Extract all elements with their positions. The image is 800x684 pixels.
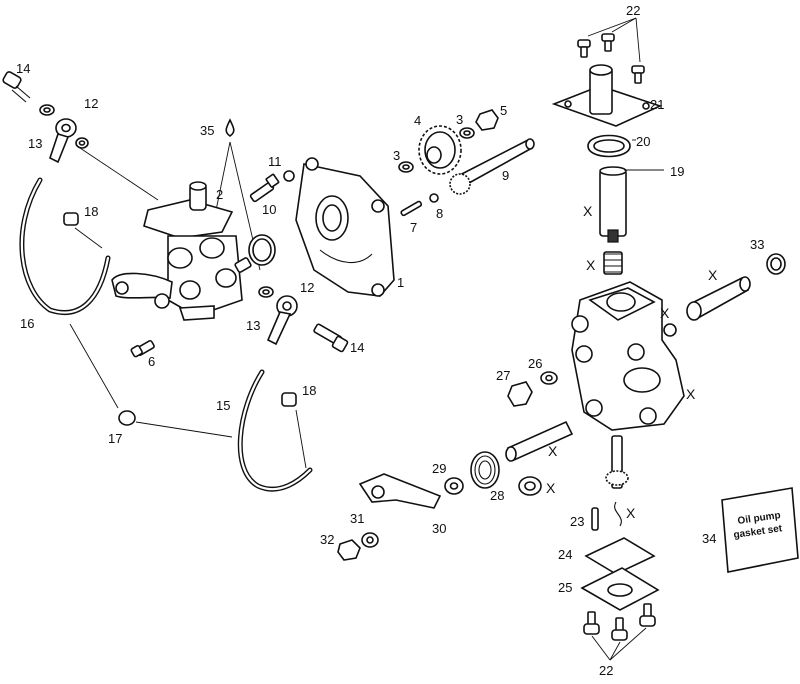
washer-8 xyxy=(429,193,439,203)
callout-33: 33 xyxy=(750,237,764,252)
callout-21: 21 xyxy=(650,97,664,112)
oil-hose-16 xyxy=(19,177,111,316)
callout-30: 30 xyxy=(432,521,446,536)
callout-3-left: 3 xyxy=(393,148,400,163)
x-mark-plunger: X xyxy=(583,203,593,219)
washer-29 xyxy=(444,477,464,495)
callout-22-bottom: 22 xyxy=(599,663,613,678)
spring-28 xyxy=(470,451,500,489)
callout-31: 31 xyxy=(350,511,364,526)
banjo-fitting-13-lower xyxy=(266,295,298,346)
callout-10: 10 xyxy=(262,202,276,217)
screw-22-top-set xyxy=(577,33,645,84)
callout-6: 6 xyxy=(148,354,155,369)
gasket-set-card-34: Oil pump gasket set xyxy=(721,487,799,573)
screw-22-bottom-set xyxy=(583,603,656,641)
x-mark-housing-bottom: X xyxy=(686,386,696,402)
callout-14-top: 14 xyxy=(16,61,30,76)
seal-33 xyxy=(766,253,786,275)
callout-3-right: 3 xyxy=(456,112,463,127)
drive-shaft-9 xyxy=(449,138,535,195)
washer-26 xyxy=(540,371,558,385)
callout-15: 15 xyxy=(216,398,230,413)
nut-5 xyxy=(475,109,499,131)
oil-drop-35-icon xyxy=(225,118,235,137)
callout-28: 28 xyxy=(490,488,504,503)
callout-18-top: 18 xyxy=(84,204,98,219)
gasket-20 xyxy=(587,134,631,158)
callout-16: 16 xyxy=(20,316,34,331)
pump-shaft-gear xyxy=(605,435,629,489)
callout-26: 26 xyxy=(528,356,542,371)
screw-6 xyxy=(130,339,155,358)
callout-34: 34 xyxy=(702,531,716,546)
gasket-24 xyxy=(584,537,656,575)
callout-12-lower: 12 xyxy=(300,280,314,295)
oil-pump-assembly-2 xyxy=(111,181,252,321)
callout-7: 7 xyxy=(410,220,417,235)
bottom-cover-25 xyxy=(580,567,660,611)
callout-9: 9 xyxy=(502,168,509,183)
clamp-18-top xyxy=(63,212,79,226)
callout-17: 17 xyxy=(108,431,122,446)
pump-cover-21 xyxy=(551,64,663,127)
callout-2: 2 xyxy=(216,187,223,202)
callout-13-lower: 13 xyxy=(246,318,260,333)
callout-27: 27 xyxy=(496,368,510,383)
callout-35: 35 xyxy=(200,123,214,138)
washer-12-lower xyxy=(258,286,274,298)
washer-3-left xyxy=(398,161,414,173)
pin-7 xyxy=(400,200,423,217)
pump-housing xyxy=(571,281,685,431)
lock-washer-31 xyxy=(361,532,379,548)
check-valve-piston xyxy=(686,276,751,321)
callout-20: 20 xyxy=(636,134,650,149)
callout-11: 11 xyxy=(268,154,282,169)
callout-1: 1 xyxy=(397,275,404,290)
callout-13-top: 13 xyxy=(28,136,42,151)
banjo-bolt-14-lower xyxy=(313,323,349,353)
x-mark-valve: X xyxy=(708,267,718,283)
callout-32: 32 xyxy=(320,532,334,547)
plug-27 xyxy=(507,381,533,407)
x-mark-housing-right: X xyxy=(660,305,670,321)
seal-right xyxy=(518,476,542,496)
clip-17 xyxy=(118,410,136,426)
o-ring-large xyxy=(248,234,276,266)
callout-24: 24 xyxy=(558,547,572,562)
drive-gear-4 xyxy=(418,125,462,175)
lever-30 xyxy=(358,473,442,509)
control-valve-shaft xyxy=(505,420,574,462)
banjo-bolt-14-top xyxy=(2,71,31,103)
callout-12-top: 12 xyxy=(84,96,98,111)
x-mark-shaft: X xyxy=(626,505,636,521)
x-mark-control-valve: X xyxy=(548,443,558,459)
spring xyxy=(603,251,623,275)
washer-3-right xyxy=(459,127,475,139)
callout-18-lower: 18 xyxy=(302,383,316,398)
callout-25: 25 xyxy=(558,580,572,595)
callout-5: 5 xyxy=(500,103,507,118)
callout-14-lower: 14 xyxy=(350,340,364,355)
oil-hose-15 xyxy=(237,369,313,492)
callout-19: 19 xyxy=(670,164,684,179)
callout-23: 23 xyxy=(570,514,584,529)
x-mark-seal: X xyxy=(546,480,556,496)
callout-8: 8 xyxy=(436,206,443,221)
pin-23 xyxy=(591,501,622,531)
nut-32 xyxy=(337,539,361,561)
callout-29: 29 xyxy=(432,461,446,476)
x-mark-spring: X xyxy=(586,257,596,273)
washer-12-top xyxy=(39,104,89,149)
callout-4: 4 xyxy=(414,113,421,128)
screw-11 xyxy=(249,170,295,203)
callout-22-top: 22 xyxy=(626,3,640,18)
plunger-19 xyxy=(599,166,627,243)
pump-mounting-plate-1 xyxy=(295,157,395,297)
clamp-18-lower xyxy=(281,392,297,407)
o-ring-small xyxy=(663,323,677,337)
banjo-fitting-13-top xyxy=(49,118,77,164)
